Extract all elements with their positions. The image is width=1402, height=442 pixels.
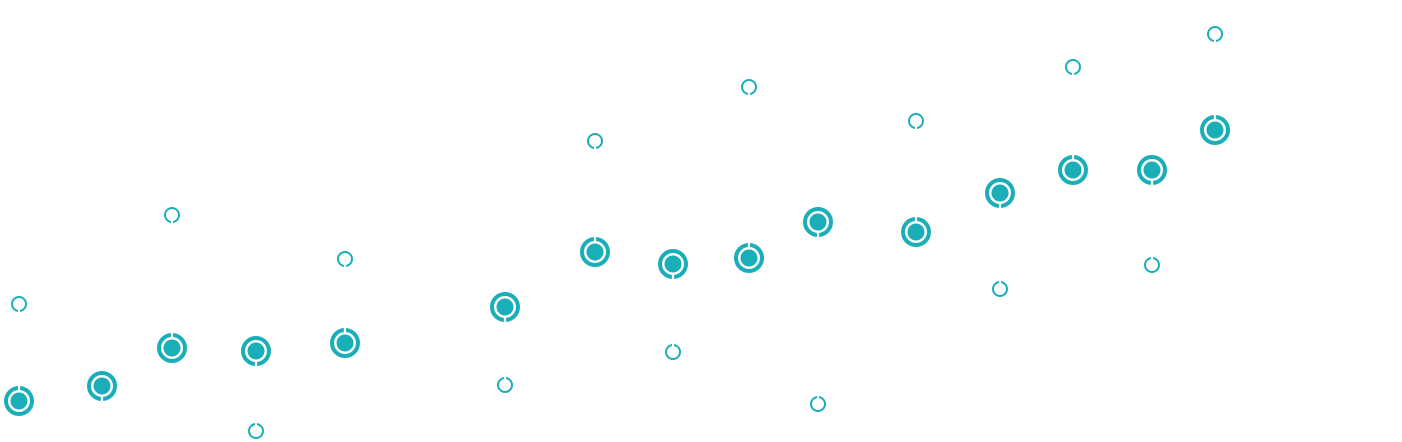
bound-marker [741,79,757,95]
bound-marker [1207,26,1223,42]
data-point-group [157,207,187,363]
data-point-group [330,251,360,358]
center-marker-dot [586,243,604,261]
bound-marker [164,207,180,223]
center-marker-dot [1206,121,1224,139]
data-point-group [87,371,117,402]
bound-marker [665,344,681,360]
center-marker-dot [740,249,758,267]
center-marker-dot [10,392,28,410]
bound-marker [908,113,924,129]
center-marker-dot [664,255,682,273]
data-point-group [1058,59,1088,185]
data-point-group [580,133,610,267]
data-point-group [803,207,833,412]
bound-marker [1065,59,1081,75]
data-point-group [490,292,520,393]
center-marker-dot [809,213,827,231]
data-point-group [985,178,1015,297]
center-marker-dot [496,298,514,316]
center-marker-dot [93,377,111,395]
center-marker-dot [247,342,265,360]
center-marker-dot [907,223,925,241]
center-marker-dot [1143,161,1161,179]
data-point-group [4,296,34,416]
data-point-group [734,79,764,273]
data-point-group [241,336,271,439]
bound-marker [497,377,513,393]
bound-marker [810,396,826,412]
center-marker-dot [163,339,181,357]
data-point-group [901,113,931,247]
bound-marker [248,423,264,439]
bound-marker [1144,257,1160,273]
bound-marker [587,133,603,149]
bound-marker [992,281,1008,297]
center-marker-dot [336,334,354,352]
bound-marker [337,251,353,267]
center-marker-dot [991,184,1009,202]
center-marker-dot [1064,161,1082,179]
data-point-group [1137,155,1167,273]
data-point-group [1200,26,1230,145]
bound-marker [11,296,27,312]
data-point-group [658,249,688,360]
